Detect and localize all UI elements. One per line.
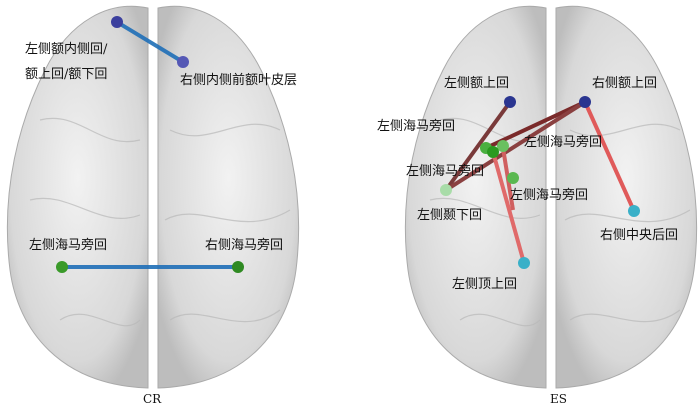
node-label: 左侧海马旁回 — [377, 119, 456, 134]
node-label: 左侧海马旁回 — [510, 188, 589, 203]
node-hippocampal — [497, 140, 509, 152]
node-parietal — [628, 205, 640, 217]
node-label: 左侧额上回 — [444, 76, 510, 91]
node-label: 左侧海马旁回 — [524, 135, 603, 150]
node-parietal — [518, 257, 530, 269]
node-label: 左侧额内侧回/ — [25, 42, 108, 57]
node-frontal — [579, 96, 591, 108]
node-label: 左侧颞下回 — [417, 208, 483, 223]
node-label: 右侧海马旁回 — [205, 238, 284, 253]
node-hippocampal — [56, 261, 68, 273]
panel-caption-cr: CR — [143, 392, 162, 406]
node-temporal — [440, 184, 452, 196]
node-hippocampal — [232, 261, 244, 273]
edge-cr-frontal — [115, 20, 185, 64]
edge-es — [583, 101, 636, 212]
node-hippocampal — [507, 172, 519, 184]
edge-es — [444, 100, 587, 192]
node-frontal — [111, 16, 123, 28]
node-frontal — [177, 56, 189, 68]
cr-edges — [62, 20, 238, 269]
nodes — [56, 16, 640, 273]
node-label: 左侧海马旁回 — [406, 164, 485, 179]
node-label: 额上回/额下回 — [25, 67, 108, 82]
node-hippocampal — [487, 146, 499, 158]
node-label: 右侧中央后回 — [600, 228, 679, 243]
node-label: 右侧内侧前额叶皮层 — [180, 73, 298, 88]
panel-caption-es: ES — [550, 392, 567, 406]
node-label: 左侧顶上回 — [452, 277, 518, 292]
brain-cr — [6, 5, 300, 389]
node-label: 右侧额上回 — [592, 76, 658, 91]
node-frontal — [504, 96, 516, 108]
edge-es — [491, 151, 526, 264]
node-label: 左侧海马旁回 — [29, 238, 108, 253]
edge-es — [444, 100, 512, 192]
